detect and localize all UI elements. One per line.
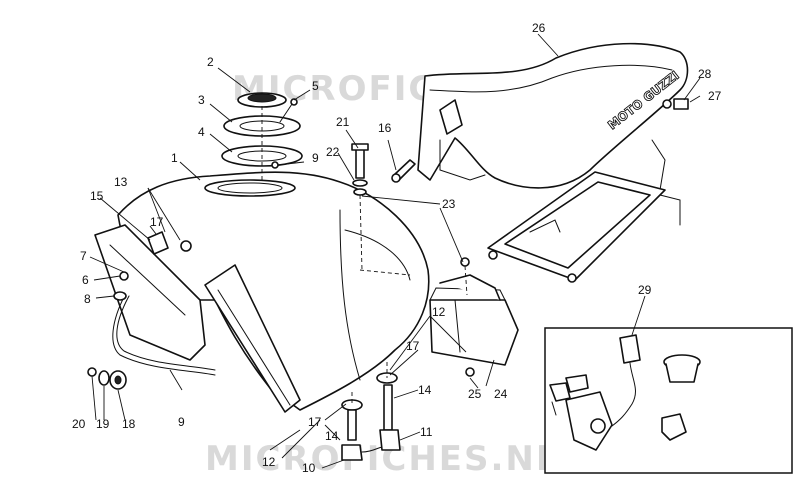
callout-2: 2	[207, 55, 214, 69]
seat: MOTO GUZZI	[417, 42, 689, 191]
callout-9-a: 9	[312, 151, 319, 165]
callout-4: 4	[198, 125, 205, 139]
callout-11: 11	[420, 425, 433, 439]
filler-cap-assembly	[221, 92, 303, 180]
callout-21: 21	[336, 115, 350, 129]
axis-23	[359, 269, 411, 276]
callout-12-a: 12	[432, 305, 446, 319]
callout-17-b: 17	[406, 339, 420, 353]
callout-27: 27	[708, 89, 722, 103]
grommet-set	[87, 367, 127, 390]
callout-14-a: 14	[418, 383, 432, 397]
callout-26: 26	[532, 21, 546, 35]
callout-7: 7	[80, 249, 87, 263]
callout-25: 25	[468, 387, 482, 401]
callout-19: 19	[96, 417, 110, 431]
callout-9-b: 9	[178, 415, 185, 429]
seat-fasteners	[662, 98, 689, 110]
mount-bolt	[351, 143, 369, 271]
callout-5: 5	[312, 79, 319, 93]
callout-6: 6	[82, 273, 89, 287]
callout-13: 13	[114, 175, 128, 189]
callout-14-b: 14	[325, 429, 339, 443]
callout-17-c: 17	[308, 415, 322, 429]
callout-23: 23	[442, 197, 456, 211]
callout-8: 8	[84, 292, 91, 306]
fuel-tap-left	[341, 399, 385, 461]
callout-17-a: 17	[150, 215, 164, 229]
fuel-tap-right	[376, 372, 401, 451]
callout-labels: 1 2 3 4 5 6 7 8 9 9 10 11 12 12 13 14 14…	[72, 21, 722, 475]
callout-16: 16	[378, 121, 392, 135]
callout-22: 22	[326, 145, 340, 159]
callout-12-b: 12	[262, 455, 276, 469]
callout-10: 10	[302, 461, 316, 475]
callout-29: 29	[638, 283, 652, 297]
seat-frame	[487, 171, 681, 283]
fuel-tank	[94, 171, 430, 413]
callout-15: 15	[90, 189, 104, 203]
ignition-lock-inset	[544, 327, 793, 474]
callout-24: 24	[494, 387, 508, 401]
breather-hose	[112, 294, 216, 376]
seat-bolt	[391, 159, 416, 183]
tool-tray	[429, 257, 519, 377]
callout-28: 28	[698, 67, 712, 81]
leader-lines	[89, 33, 701, 469]
callout-18: 18	[122, 417, 136, 431]
callout-1: 1	[171, 151, 178, 165]
callout-20: 20	[72, 417, 86, 431]
callout-3: 3	[198, 93, 205, 107]
